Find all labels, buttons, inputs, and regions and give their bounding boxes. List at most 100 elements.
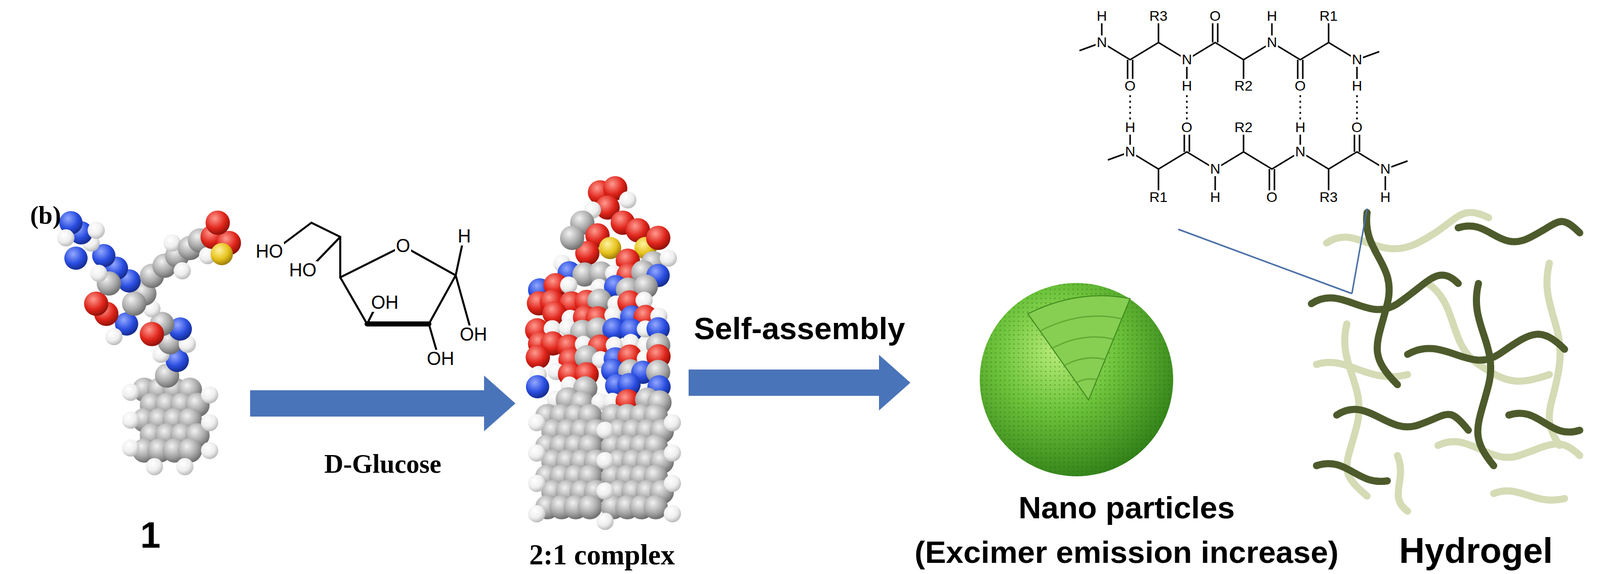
hydrogen-bond (1356, 95, 1358, 120)
atom-label: H (1180, 78, 1193, 94)
fibre (1458, 221, 1580, 243)
atom-sphere (201, 442, 219, 460)
hydrogel-network (1311, 212, 1580, 512)
atom-label: HO (254, 242, 285, 261)
atom-sphere (663, 505, 682, 523)
atom-sphere (528, 444, 546, 462)
atom-label: R3 (1318, 190, 1339, 205)
atom-label: HO (288, 261, 318, 280)
atom-sphere (139, 322, 165, 347)
atom-sphere (173, 262, 191, 280)
atom-sphere (201, 414, 219, 432)
layer-arc (1040, 316, 1123, 332)
atom-sphere (663, 474, 682, 493)
nanoparticle (979, 283, 1174, 477)
backbone (1079, 42, 1380, 60)
atom-sphere (205, 210, 230, 235)
atom-sphere (57, 229, 75, 247)
bold-bond (367, 321, 429, 327)
atom-sphere (596, 452, 614, 470)
atom-label: O (1180, 120, 1194, 135)
fibre (1476, 283, 1494, 466)
arrow-label: D-Glucose (324, 449, 442, 479)
caption-text: Hydrogel (1398, 531, 1553, 571)
bond (455, 275, 470, 327)
sphere (979, 283, 1174, 477)
glucose-structure (281, 222, 470, 351)
atom-label: OH (370, 293, 400, 312)
atom-sphere (659, 249, 677, 267)
atom-sphere (201, 386, 219, 404)
atom-label: R2 (1233, 120, 1254, 135)
layer-arc (1052, 337, 1114, 349)
atom-sphere (596, 482, 614, 500)
caption-text: 2:1 complex (529, 539, 675, 572)
bond (340, 246, 404, 278)
atom-label: N (1180, 52, 1193, 67)
atom-label: OH (425, 349, 456, 369)
bond (313, 236, 341, 265)
atom-label: N (1124, 144, 1137, 159)
caption-text: (Excimer emission increase) (914, 534, 1339, 570)
fibre (1336, 409, 1469, 431)
nanoparticle-figure: Nano particles (Excimer emission increase… (910, 273, 1343, 573)
atom-label: R1 (1318, 9, 1339, 24)
fibre (1316, 463, 1388, 482)
fibre (1366, 212, 1398, 385)
atom-sphere (64, 246, 88, 270)
atom-label: R3 (1148, 9, 1169, 24)
atom-sphere (526, 375, 550, 399)
bond (281, 222, 312, 246)
bond (428, 275, 456, 325)
block-arrow (688, 354, 911, 411)
atom-sphere (619, 191, 637, 209)
leader-line (1351, 208, 1368, 294)
atom-sphere (646, 225, 671, 251)
space-filling-models (57, 176, 682, 531)
leader-line (1178, 229, 1352, 294)
atom-sphere (122, 411, 140, 429)
hydrogen-bond (1129, 95, 1132, 120)
atom-sphere (596, 512, 614, 531)
atom-label: H (1209, 190, 1222, 205)
atom-label: R2 (1233, 78, 1254, 94)
atom-sphere (84, 291, 109, 316)
atom-sphere (176, 458, 194, 476)
atom-sphere (525, 345, 550, 370)
fibre (1546, 263, 1560, 446)
fibre (1493, 491, 1565, 501)
atom-sphere (528, 505, 546, 523)
backbone (1107, 151, 1408, 170)
atom-sphere (663, 414, 682, 432)
complex-figure: 2:1 complex (515, 179, 689, 573)
atom-label: N (1379, 162, 1392, 177)
bond (428, 324, 437, 351)
atom-label: N (1350, 52, 1364, 67)
atom-sphere (122, 439, 140, 457)
atom-sphere (122, 291, 147, 316)
hydrogen-bond (1186, 95, 1188, 120)
atom-label: O (1265, 190, 1279, 205)
atom-label: O (394, 236, 412, 256)
bond (340, 277, 368, 325)
cutaway (1027, 295, 1131, 400)
atom-sphere (145, 458, 164, 476)
atom-sphere (596, 421, 614, 439)
atom-sphere (560, 276, 578, 294)
atom-label: O (1123, 78, 1137, 94)
leader-lines (1178, 208, 1368, 294)
caption-text: Nano particles (1018, 490, 1235, 526)
panel-letter: (b) (28, 202, 62, 228)
atom-sphere (528, 474, 546, 493)
atom-label: H (1350, 78, 1364, 94)
fibre (1397, 455, 1408, 512)
atom-label: H (456, 227, 472, 246)
layer-arc (1064, 357, 1106, 366)
peptide-sheet (1079, 16, 1408, 198)
molecule-figure: 1 (50, 202, 251, 557)
block-arrow (250, 375, 516, 432)
atom-label: H (1124, 120, 1137, 135)
atom-sphere (210, 243, 233, 266)
bond (339, 236, 342, 278)
atom-label: O (1350, 120, 1364, 135)
